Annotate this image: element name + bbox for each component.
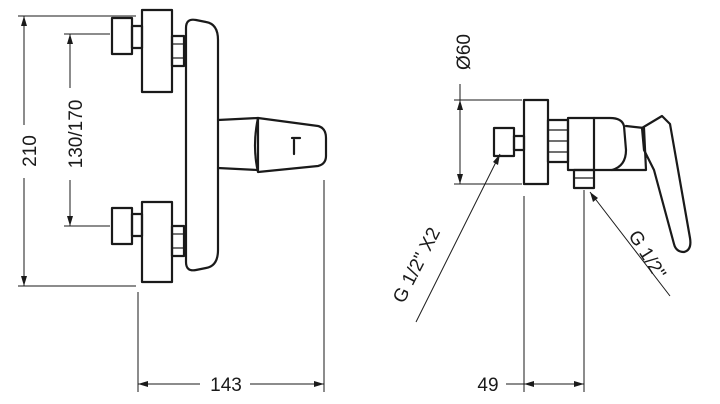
lower-flange: [140, 200, 174, 284]
dimension-side-depth: 49: [477, 190, 585, 396]
side-flange: [522, 98, 550, 186]
dimension-front-width: 143: [137, 180, 325, 396]
cartridge-tube: [216, 116, 260, 172]
leader-outlet-thread: G 1/2": [589, 191, 671, 297]
side-depth-label: 49: [477, 375, 498, 396]
dimension-diameter: Ø60: [454, 34, 522, 185]
diameter-label: Ø60: [454, 34, 475, 70]
side-cartridge: [592, 116, 648, 172]
front-view: [110, 8, 328, 284]
inlet-thread-label: G 1/2" X2: [389, 224, 445, 306]
upper-stub-pipe: [110, 16, 134, 56]
inlet-spacing-label: 130/170: [66, 100, 87, 169]
mixer-body: [184, 18, 220, 272]
front-width-label: 143: [210, 375, 242, 396]
dimension-overall-height: 210: [18, 15, 136, 287]
side-lever: [640, 114, 692, 254]
leader-inlet-thread: G 1/2" X2: [389, 153, 501, 323]
upper-flange: [140, 8, 174, 94]
lever-handle: [253, 116, 328, 174]
side-outlet: [572, 168, 596, 190]
side-view: [492, 98, 692, 254]
lower-stub-pipe: [110, 206, 134, 246]
side-body: [566, 116, 628, 172]
outlet-thread-label: G 1/2": [624, 227, 670, 283]
side-inlet-nipple: [492, 126, 516, 158]
dimension-inlet-spacing: 130/170: [64, 33, 110, 227]
overall-height-label: 210: [20, 135, 41, 167]
